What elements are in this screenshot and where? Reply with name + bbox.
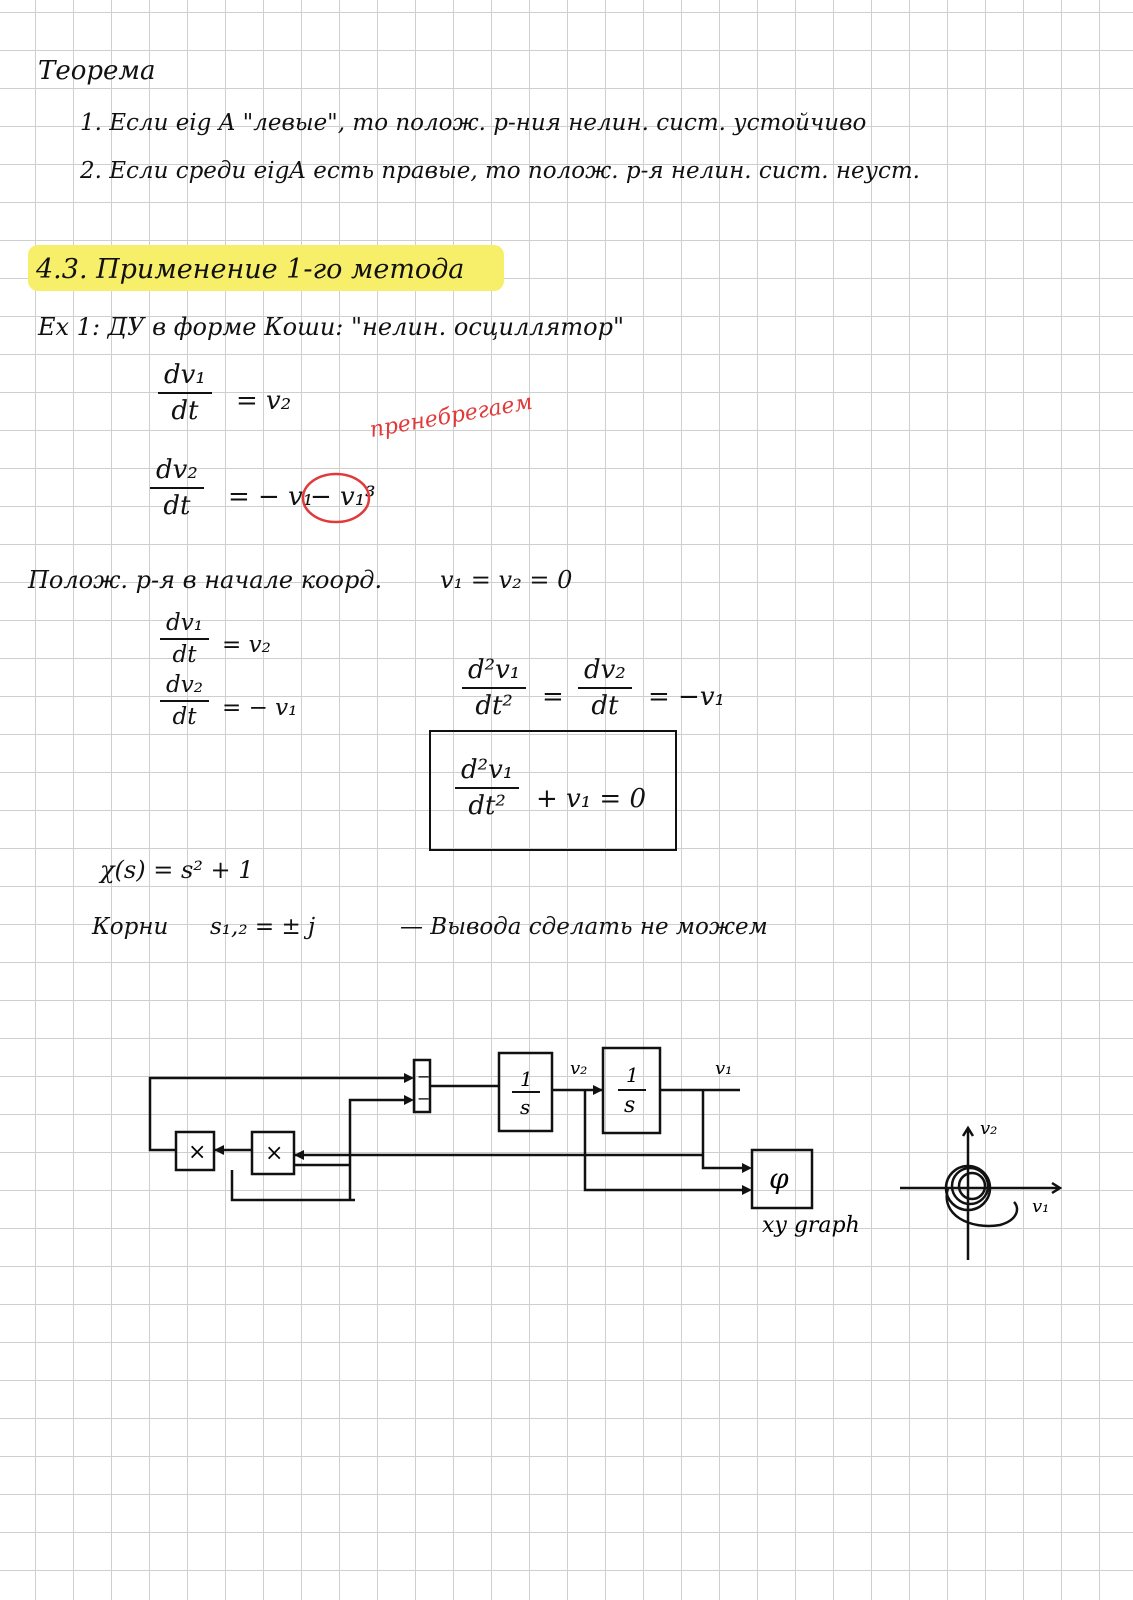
theorem-item-1: 1. Если eig A "левые", то полож. р-ния н… bbox=[80, 110, 867, 136]
equilibrium-value: v₁ = v₂ = 0 bbox=[440, 566, 573, 594]
second-fraction: d²v₁ dt² bbox=[462, 655, 527, 721]
theorem-title: Теорема bbox=[38, 56, 156, 86]
eq2-fraction: dv₂ dt bbox=[150, 455, 204, 521]
eq2-rhs: = − v₁ bbox=[228, 482, 314, 512]
second-mid-denominator: dt bbox=[591, 691, 619, 721]
eq2-cubic-term: − v₁³ bbox=[310, 482, 376, 512]
sum-minus-top: − bbox=[417, 1067, 430, 1086]
integrator-2-num: 1 bbox=[626, 1063, 639, 1087]
block-diagram: − − 1 s 1 s v₂ v₁ × × φ xy graph bbox=[148, 1046, 860, 1238]
characteristic-poly: χ(s) = s² + 1 bbox=[100, 856, 254, 884]
section-heading: 4.3. Применение 1-го метода bbox=[36, 254, 465, 285]
second-denominator: dt² bbox=[475, 691, 513, 721]
lin1-numerator: dv₁ bbox=[160, 610, 209, 640]
phase-y-label: v₂ bbox=[980, 1120, 997, 1139]
line-bottom-loop bbox=[230, 1170, 355, 1202]
phase-y-arrow bbox=[961, 1125, 975, 1137]
eq1-denominator: dt bbox=[171, 396, 199, 426]
phase-plot: v₂ v₁ bbox=[900, 1120, 1063, 1260]
roots-label: Корни bbox=[92, 914, 169, 940]
feedback-line-lower bbox=[348, 1098, 410, 1200]
eq1-fraction: dv₁ dt bbox=[158, 360, 212, 426]
multiplier-2-label: × bbox=[265, 1141, 283, 1166]
lin2-rhs: = − v₁ bbox=[222, 695, 298, 721]
eq2-numerator: dv₂ bbox=[150, 455, 204, 489]
theorem-item-2: 2. Если среди eigA есть правые, то полож… bbox=[80, 158, 920, 184]
lin2-denominator: dt bbox=[172, 704, 197, 730]
second-eq-sign: = bbox=[542, 682, 564, 712]
integrator-1-num: 1 bbox=[520, 1067, 533, 1091]
sum-minus-bottom: − bbox=[417, 1089, 430, 1108]
boxed-numerator: d²v₁ bbox=[455, 755, 520, 789]
eq1-rhs: = v₂ bbox=[236, 386, 292, 416]
scope-symbol: φ bbox=[769, 1162, 789, 1195]
feedback-line-top bbox=[148, 1076, 410, 1126]
phase-orbit-1 bbox=[950, 1166, 990, 1206]
roots-value: s₁,₂ = ± j bbox=[210, 914, 316, 940]
phase-orbit-3 bbox=[944, 1164, 992, 1212]
signal-v1-label: v₁ bbox=[715, 1058, 732, 1079]
lin1-rhs: = v₂ bbox=[222, 632, 271, 658]
lin1-fraction: dv₁ dt bbox=[160, 610, 209, 668]
scope-block bbox=[750, 1148, 814, 1210]
example-intro: Ex 1: ДУ в форме Коши: "нелин. осциллято… bbox=[38, 313, 625, 341]
neglect-note: пренебрегаем bbox=[367, 389, 535, 443]
second-numerator: d²v₁ bbox=[462, 655, 527, 689]
eq1-numerator: dv₁ bbox=[158, 360, 212, 394]
phase-x-arrow bbox=[1051, 1181, 1063, 1195]
conclusion-text: — Вывода сделать не можем bbox=[400, 914, 768, 940]
multiplier-1-label: × bbox=[188, 1140, 206, 1165]
lin2-numerator: dv₂ bbox=[160, 672, 209, 702]
line-v1-to-scope bbox=[701, 1090, 745, 1170]
phase-x-label: v₁ bbox=[1032, 1196, 1049, 1217]
lin2-fraction: dv₂ dt bbox=[160, 672, 209, 730]
equilibrium-text: Полож. р-я в начале коорд. bbox=[28, 566, 383, 594]
lin1-denominator: dt bbox=[172, 642, 197, 668]
second-mid-fraction: dv₂ dt bbox=[578, 655, 632, 721]
integrator-1-den: s bbox=[520, 1095, 530, 1119]
section-highlight bbox=[28, 245, 504, 291]
phase-orbit-2 bbox=[957, 1171, 987, 1201]
phase-trajectory bbox=[945, 1187, 1019, 1228]
second-rhs: = −v₁ bbox=[648, 682, 725, 712]
second-mid-numerator: dv₂ bbox=[578, 655, 632, 689]
multiplier-2-block bbox=[250, 1130, 296, 1176]
boxed-denominator: dt² bbox=[468, 791, 506, 821]
integrator-1-block bbox=[497, 1051, 554, 1133]
boxed-rhs: + v₁ = 0 bbox=[536, 784, 647, 814]
integrator-2-den: s bbox=[624, 1093, 635, 1118]
scope-label: xy graph bbox=[762, 1213, 860, 1238]
boxed-fraction: d²v₁ dt² bbox=[455, 755, 520, 821]
line-v2-to-scope bbox=[583, 1090, 745, 1192]
line-mult1-feedback bbox=[148, 1126, 176, 1152]
arrowheads bbox=[214, 1073, 752, 1195]
eq2-denominator: dt bbox=[163, 491, 191, 521]
boxed-equation bbox=[429, 730, 677, 851]
signal-v2-label: v₂ bbox=[570, 1058, 587, 1079]
neglect-circle bbox=[301, 472, 371, 524]
